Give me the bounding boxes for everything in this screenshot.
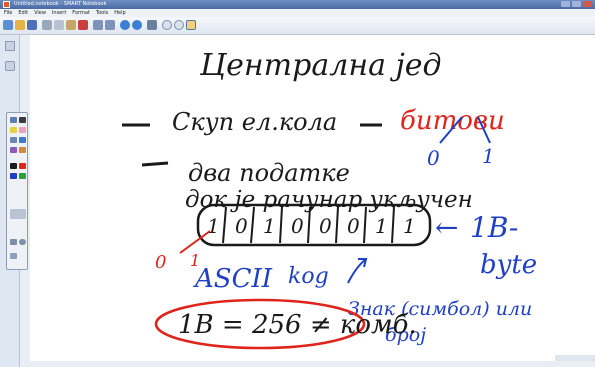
menu-help[interactable]: Help (114, 10, 126, 16)
eraser-icon[interactable] (19, 127, 26, 133)
close-button[interactable] (583, 1, 592, 7)
bit-one: 1 (482, 144, 495, 168)
grid-icon[interactable] (10, 209, 26, 219)
highlighter-icon[interactable] (10, 127, 17, 133)
open-icon[interactable] (15, 20, 25, 30)
menu-bar: File Edit View Insert Format Tools Help (0, 9, 595, 17)
pen-icon[interactable] (186, 20, 196, 30)
bit-zero: 0 (427, 146, 440, 170)
zoom-out-icon[interactable] (174, 20, 184, 30)
annot-zero: 0 (155, 252, 166, 273)
gallery-icon[interactable] (5, 61, 15, 71)
paste-icon[interactable] (66, 20, 76, 30)
code-text: kog (288, 264, 329, 289)
byte-bit-4: 0 (291, 214, 304, 238)
byte-bit-8: 1 (403, 214, 416, 238)
byte-bit-6: 0 (347, 214, 360, 238)
byte-box (196, 203, 432, 247)
delete-icon[interactable] (78, 20, 88, 30)
back-icon[interactable] (120, 20, 130, 30)
blue-arrow (347, 258, 367, 284)
title-bar: Untitled.notebook - SMART Notebook (0, 0, 595, 9)
annot-one: 1 (190, 251, 200, 270)
red-oval (154, 298, 366, 350)
forward-icon[interactable] (132, 20, 142, 30)
shape-icon[interactable] (19, 137, 26, 143)
magnifier-icon[interactable] (19, 239, 26, 245)
undo-icon[interactable] (93, 20, 103, 30)
dash-2 (141, 161, 169, 167)
byte-label-arrow: ← (435, 211, 458, 244)
line2a-text: двa податке (188, 159, 350, 187)
byte-bit-7: 1 (375, 214, 388, 238)
tool-palette (6, 112, 28, 270)
new-page-icon[interactable] (3, 20, 13, 30)
color-black-icon[interactable] (10, 163, 17, 169)
menu-tools[interactable]: Tools (95, 10, 109, 16)
symbol-line-a: Знак (симбол) или (348, 298, 532, 320)
maximize-button[interactable] (572, 1, 581, 7)
oval-text: 1B = 256 ≠ комб. (178, 310, 417, 340)
zoom-in-icon[interactable] (162, 20, 172, 30)
pen-tool-icon[interactable] (19, 117, 26, 123)
color-red-icon[interactable] (19, 163, 26, 169)
save-icon[interactable] (27, 20, 37, 30)
red-pointer (179, 230, 211, 254)
byte-bit-1: 1 (207, 214, 220, 238)
byte-label-a: 1B- (470, 211, 518, 244)
branch-left (439, 116, 463, 144)
minimize-button[interactable] (561, 1, 570, 7)
byte-label-b: byte (480, 250, 537, 280)
line2b-text: док је рачунар укључен (185, 187, 473, 213)
whiteboard-canvas[interactable]: Централна јед Скуп ел.кола двa податке д… (30, 35, 595, 361)
cut-icon[interactable] (42, 20, 52, 30)
fill-icon[interactable] (19, 147, 26, 153)
menu-format[interactable]: Format (72, 10, 90, 16)
ascii-text: ASCII (193, 264, 273, 294)
heading-text: Централна јед (199, 48, 442, 83)
color-green-icon[interactable] (19, 173, 26, 179)
redo-icon[interactable] (105, 20, 115, 30)
fullscreen-icon[interactable] (147, 20, 157, 30)
menu-file[interactable]: File (4, 10, 13, 16)
symbol-line-b: број (385, 324, 426, 346)
menu-view[interactable]: View (34, 10, 46, 16)
copy-icon[interactable] (54, 20, 64, 30)
byte-bit-3: 1 (263, 214, 276, 238)
toolbar (0, 17, 595, 35)
screen-shade-icon[interactable] (10, 239, 17, 245)
select-icon[interactable] (10, 117, 17, 123)
line1-left-text: Скуп ел.кола (172, 108, 337, 136)
page-sorter-icon[interactable] (5, 41, 15, 51)
bits-word: битови (400, 106, 505, 136)
palette-extra-icon[interactable] (10, 253, 17, 259)
blue-arrow-head (358, 258, 368, 268)
byte-bit-2: 0 (235, 214, 248, 238)
handwriting-layer: Централна јед Скуп ел.кола двa податке д… (122, 48, 537, 350)
text-icon[interactable] (10, 147, 17, 153)
menu-insert[interactable]: Insert (51, 10, 67, 16)
menu-edit[interactable]: Edit (18, 10, 29, 16)
branch-right (477, 116, 491, 144)
byte-bit-5: 0 (319, 214, 332, 238)
line-icon[interactable] (10, 137, 17, 143)
window-controls (561, 1, 592, 7)
window-title: Untitled.notebook - SMART Notebook (14, 1, 107, 7)
app-icon (3, 1, 10, 8)
color-blue-icon[interactable] (10, 173, 17, 179)
status-strip (555, 355, 595, 361)
